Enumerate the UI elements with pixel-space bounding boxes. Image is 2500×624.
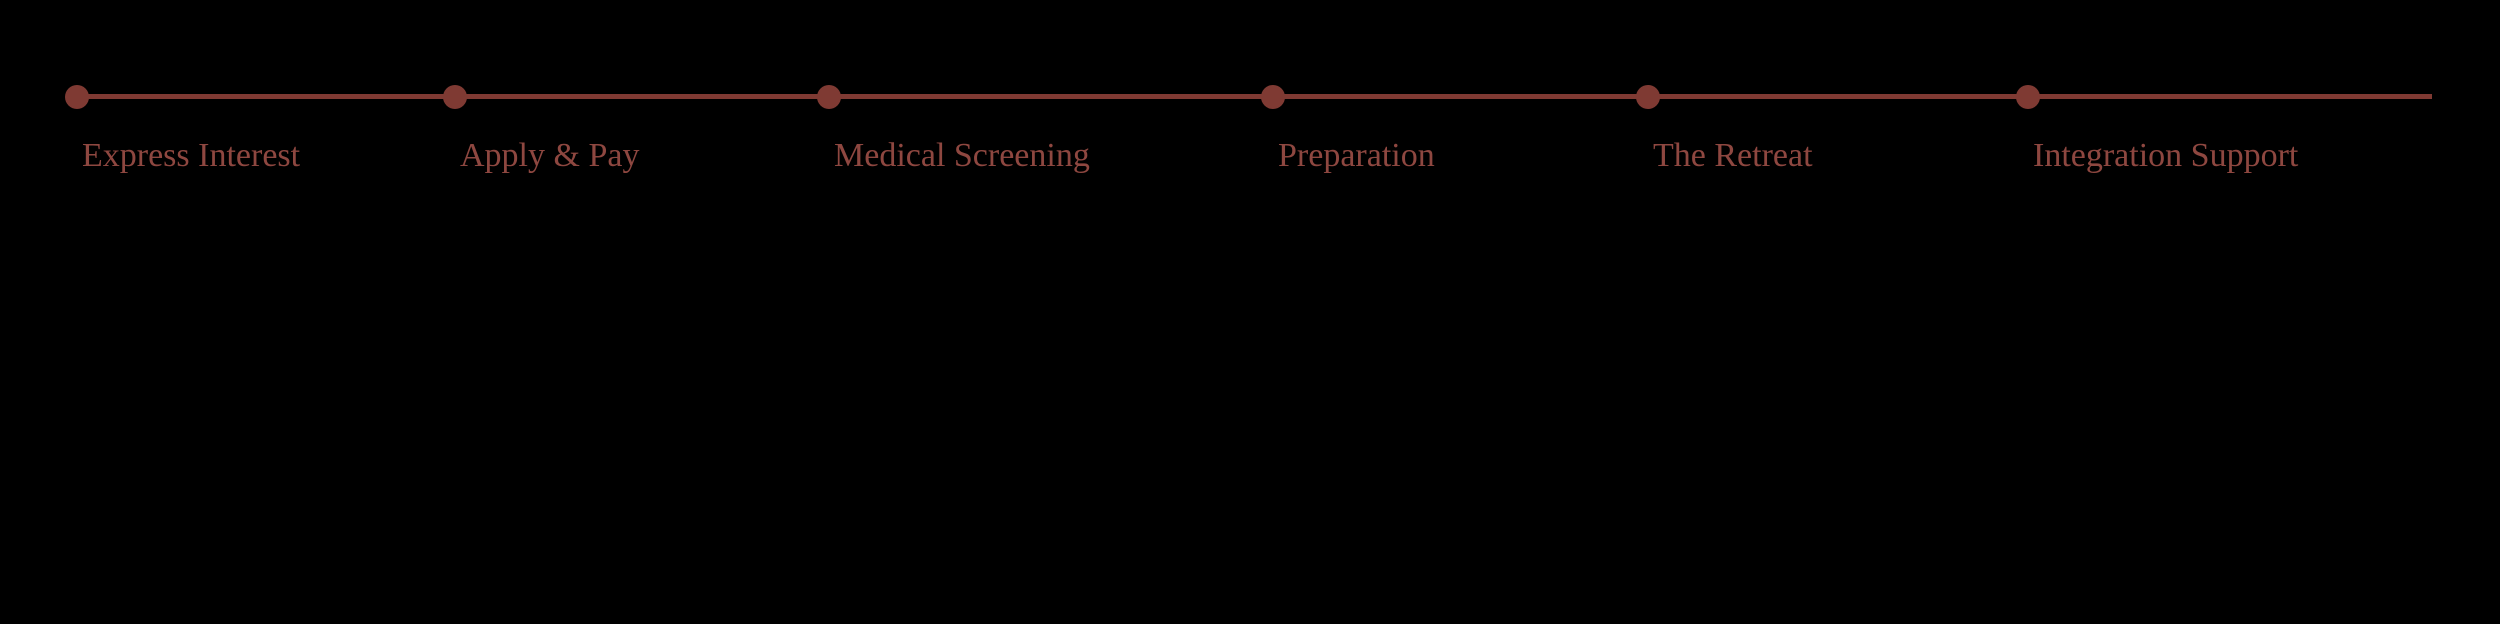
step-dot-icon xyxy=(65,85,89,109)
step-dot-icon xyxy=(1636,85,1660,109)
step-dot-icon xyxy=(817,85,841,109)
step-dot-icon xyxy=(1261,85,1285,109)
step-label: The Retreat xyxy=(1653,137,1813,174)
step-dot-icon xyxy=(2016,85,2040,109)
step-label: Integration Support xyxy=(2033,137,2299,174)
timeline-line xyxy=(66,94,2432,99)
step-label: Express Interest xyxy=(82,137,301,174)
step-dot-icon xyxy=(443,85,467,109)
step-label: Medical Screening xyxy=(834,137,1090,174)
step-label: Apply & Pay xyxy=(460,137,640,174)
step-label: Preparation xyxy=(1278,137,1435,174)
